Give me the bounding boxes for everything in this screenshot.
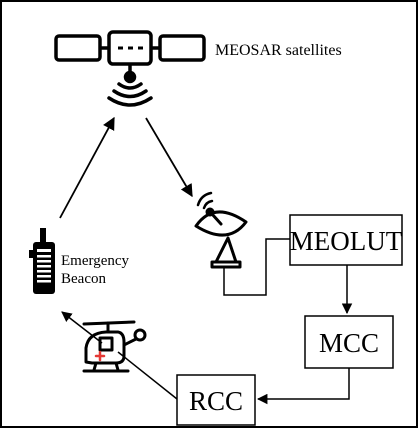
mcc-label: MCC xyxy=(319,328,379,358)
beacon-label-line2: Beacon xyxy=(61,271,106,287)
arrow-satellite-to-dish xyxy=(145,117,193,198)
arrow-beacon-to-satellite xyxy=(59,116,115,219)
medical-cross-icon xyxy=(94,350,106,362)
connector-dish-to-meolut xyxy=(223,238,290,296)
helicopter-icon xyxy=(82,320,147,373)
meolut-box: MEOLUT xyxy=(289,214,403,266)
beacon-label-line1: Emergency xyxy=(61,253,130,269)
rcc-box: RCC xyxy=(176,374,256,426)
radio-beacon-icon xyxy=(29,228,55,294)
arrow-rcc-to-helicopter xyxy=(117,351,178,400)
rcc-label: RCC xyxy=(189,386,243,416)
mcc-box: MCC xyxy=(304,315,394,369)
satellite-label: MEOSAR satellites xyxy=(215,42,342,59)
arrow-mcc-to-rcc xyxy=(256,368,350,405)
meolut-label: MEOLUT xyxy=(290,226,403,256)
signal-waves-icon xyxy=(107,82,153,107)
arrow-helicopter-to-beacon xyxy=(61,311,103,344)
satellite-dish-icon xyxy=(194,191,248,269)
satellite-icon xyxy=(54,30,206,84)
